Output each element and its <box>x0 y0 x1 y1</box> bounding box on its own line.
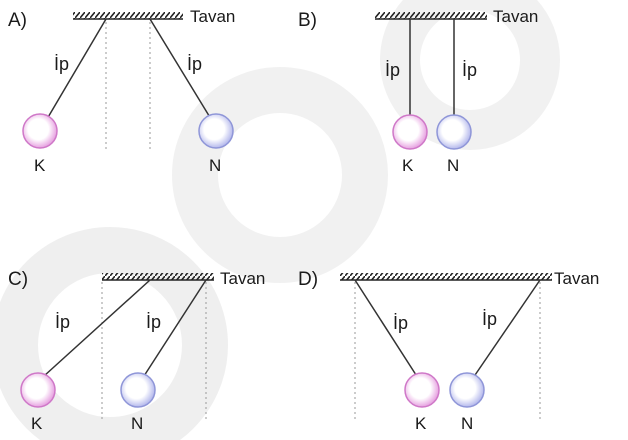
ball-label-k: K <box>415 414 427 433</box>
string-label-n: İp <box>482 309 497 329</box>
string-k <box>43 279 151 377</box>
string-label-k: İp <box>393 313 408 333</box>
ceiling-label: Tavan <box>190 7 235 26</box>
ball-label-k: K <box>31 414 43 433</box>
ball-label-k: K <box>402 156 414 175</box>
ball-k <box>392 114 428 150</box>
string-k <box>46 18 107 120</box>
option-c[interactable]: C) Tavan İp İp K N <box>8 269 265 433</box>
string-n <box>472 279 541 379</box>
ball-label-n: N <box>461 414 473 433</box>
option-letter: C) <box>8 269 28 290</box>
ball-n <box>198 113 234 149</box>
ceiling-hatch <box>73 12 183 19</box>
string-n <box>143 279 207 377</box>
ceiling-label: Tavan <box>493 7 538 26</box>
ceiling-label: Tavan <box>554 269 599 288</box>
string-label-k: İp <box>385 60 400 80</box>
ceiling-hatch <box>340 273 552 280</box>
ball-label-n: N <box>131 414 143 433</box>
ball-n <box>449 372 485 408</box>
option-letter: A) <box>8 10 27 31</box>
ball-k <box>22 113 58 149</box>
string-label-k: İp <box>54 54 69 74</box>
option-d[interactable]: D) Tavan İp İp K N <box>298 269 599 433</box>
ball-n <box>436 114 472 150</box>
string-label-n: İp <box>187 54 202 74</box>
ball-label-n: N <box>447 156 459 175</box>
option-a[interactable]: A) Tavan İp İp K N <box>8 7 235 175</box>
string-label-n: İp <box>462 60 477 80</box>
string-label-k: İp <box>55 312 70 332</box>
ball-n <box>120 372 156 408</box>
ceiling-hatch <box>375 12 487 19</box>
ball-label-n: N <box>209 156 221 175</box>
ceiling-hatch <box>102 273 214 280</box>
string-label-n: İp <box>146 312 161 332</box>
option-letter: D) <box>298 269 318 290</box>
option-letter: B) <box>298 10 317 31</box>
ball-k <box>20 372 56 408</box>
ball-k <box>404 372 440 408</box>
string-k <box>354 279 419 379</box>
ball-label-k: K <box>34 156 46 175</box>
option-b[interactable]: B) Tavan İp İp K N <box>298 7 538 175</box>
string-n <box>149 18 212 120</box>
ceiling-label: Tavan <box>220 269 265 288</box>
